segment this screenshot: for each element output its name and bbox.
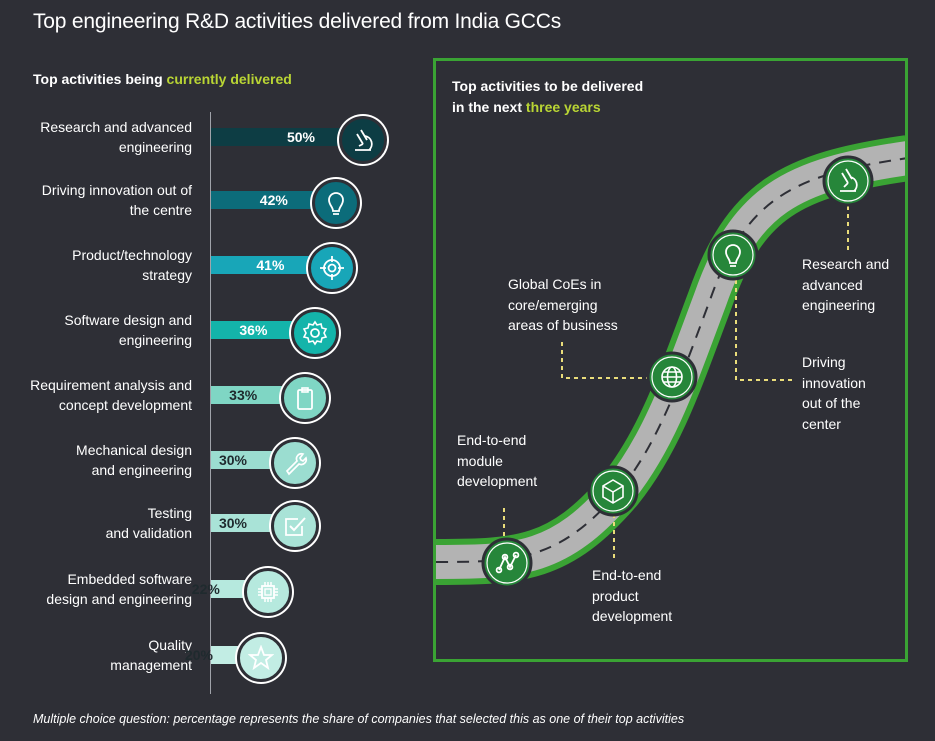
bar-icon (291, 309, 340, 357)
label-innovation-line: Driving (802, 354, 846, 370)
checkbox-icon (285, 517, 306, 536)
row-label: Requirement analysis and concept developm… (2, 375, 192, 415)
row-label-line: management (110, 657, 192, 673)
value-label: 20% (184, 647, 214, 663)
row-label-line: Requirement analysis and (30, 377, 192, 393)
value-label: 50% (286, 129, 316, 145)
lightbulb-icon (725, 244, 741, 267)
row-label-line: and validation (105, 525, 192, 541)
wrench-icon (285, 452, 308, 476)
row-label-line: the centre (129, 202, 192, 218)
right-heading-line1: Top activities to be delivered (452, 78, 644, 94)
road-icon-research (822, 155, 874, 207)
footnote: Multiple choice question: percentage rep… (33, 712, 685, 726)
microscope-icon (355, 129, 373, 151)
label-innovation-line: out of the (802, 395, 861, 411)
label-product-line: development (592, 608, 673, 624)
gear-icon (303, 320, 328, 346)
label-global-line: Global CoEs in (508, 276, 602, 292)
row-label-line: Testing (147, 505, 192, 521)
row-label-line: Software design and (64, 312, 192, 328)
row-label: Software design and engineering (2, 310, 192, 350)
lightbulb-icon (327, 192, 344, 215)
bar-icon (271, 502, 319, 550)
value-label: 33% (229, 387, 258, 403)
label-innovation: Driving innovation out of the center (802, 352, 866, 434)
row-label-line: strategy (142, 267, 192, 283)
row-label: Product/technology strategy (2, 245, 192, 285)
cube-icon (602, 479, 624, 504)
value-label: 30% (218, 515, 248, 531)
row-label-line: engineering (118, 332, 192, 348)
left-heading-accent: currently delivered (166, 71, 292, 87)
chip-icon (257, 582, 278, 602)
bar-icon (281, 374, 330, 422)
right-heading: Top activities to be delivered in the ne… (452, 76, 643, 118)
axis-line (210, 112, 211, 694)
star-icon (248, 645, 274, 671)
label-module-line: End-to-end (457, 432, 527, 448)
bar-icon (339, 116, 387, 164)
bar-icon (237, 634, 285, 682)
label-product: End-to-end product development (592, 565, 672, 627)
row-label-line: engineering (118, 139, 192, 155)
bar (211, 128, 381, 146)
label-module-line: module (457, 452, 503, 469)
value-label: 36% (239, 322, 268, 338)
row-label-line: concept development (58, 397, 192, 413)
row-label: Quality management (2, 635, 192, 675)
row-label-line: Product/technology (72, 247, 192, 263)
label-innovation-line: innovation (802, 374, 866, 391)
row-label-line: Mechanical design (76, 442, 192, 458)
label-module: End-to-end module development (457, 430, 537, 492)
left-heading: Top activities being currently delivered (33, 71, 292, 87)
right-heading-prefix: in the next (452, 99, 526, 115)
row-label-line: design and engineering (46, 591, 192, 607)
microscope-icon (840, 168, 858, 192)
nodes-icon (495, 551, 520, 574)
value-label: 22% (191, 581, 220, 597)
connector-lines (503, 206, 849, 560)
label-global: Global CoEs in core/emerging areas of bu… (508, 274, 618, 336)
row-label-line: and engineering (91, 462, 192, 478)
bar-icon (243, 568, 292, 616)
value-label: 30% (218, 452, 248, 468)
bar-icon (271, 439, 319, 487)
label-module-line: development (457, 473, 538, 489)
label-research-line: advanced (802, 276, 863, 293)
label-research-line: Research and (802, 256, 890, 272)
bar-icon (308, 244, 357, 292)
label-research: Research and advanced engineering (802, 254, 889, 316)
left-heading-prefix: Top activities being (33, 71, 167, 87)
clipboard-icon (297, 387, 314, 410)
value-label: 42% (259, 192, 288, 208)
row-label: Driving innovation out of the centre (2, 180, 192, 220)
row-label: Mechanical design and engineering (2, 440, 192, 480)
bar-icon (311, 179, 360, 227)
label-product-line: product (592, 587, 639, 604)
road-icon-innovation (707, 229, 759, 281)
future-panel (433, 58, 908, 662)
row-label: Testing and validation (2, 503, 192, 543)
row-label: Research and advanced engineering (2, 117, 192, 157)
label-product-line: End-to-end (592, 567, 662, 583)
row-label-line: Quality (148, 637, 192, 653)
right-heading-accent: three years (525, 99, 601, 115)
label-research-line: engineering (802, 297, 876, 313)
label-innovation-line: center (802, 415, 841, 432)
row-label: Embedded software design and engineering (2, 569, 192, 609)
row-label-line: Driving innovation out of (41, 182, 192, 198)
road-icon-module (481, 537, 533, 589)
value-label: 41% (256, 257, 285, 273)
row-label-line: Research and advanced (40, 119, 192, 135)
target-icon (320, 256, 345, 280)
label-global-line: core/emerging (508, 296, 598, 313)
row-label-line: Embedded software (67, 571, 192, 587)
road-icon-global (646, 351, 698, 403)
road-icon-product (587, 465, 639, 517)
globe-icon (661, 366, 683, 388)
label-global-line: areas of business (508, 317, 618, 333)
page-title: Top engineering R&D activities delivered… (33, 10, 562, 33)
